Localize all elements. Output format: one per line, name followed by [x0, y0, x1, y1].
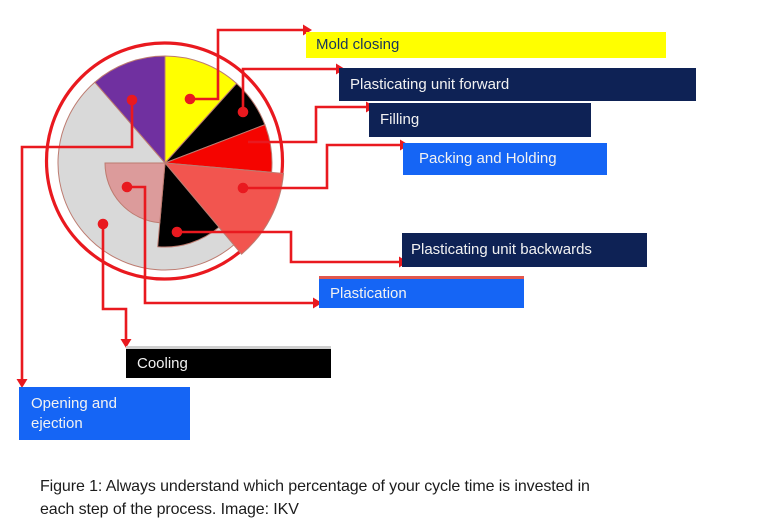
pie-segment-plasticating-unit-backwards	[157, 161, 220, 248]
callout-label-text-cooling: Cooling	[137, 354, 188, 372]
arrowhead-icon-cooling	[120, 339, 132, 348]
callout-label-cooling: Cooling	[126, 346, 331, 378]
callout-label-text-plasticating-unit-backwards: Plasticating unit backwards	[411, 241, 592, 259]
callout-label-filling: Filling	[369, 103, 591, 137]
connector-line-plasticating-unit-backwards	[177, 230, 399, 264]
anchor-dot-icon-plasticating-unit-forward	[237, 106, 249, 118]
callout-label-opening-and-ejection: Opening and ejection	[19, 387, 190, 440]
callout-label-text-opening-and-ejection: Opening and ejection	[31, 394, 117, 432]
connector-line-packing-and-holding	[243, 143, 400, 190]
callout-label-text-mold-closing: Mold closing	[316, 36, 400, 54]
connector-line-filling	[248, 105, 366, 144]
callout-label-packing-and-holding: Packing and Holding	[403, 143, 607, 175]
callout-label-text-packing-and-holding: Packing and Holding	[419, 150, 557, 168]
figure-caption-line-2: each step of the process. Image: IKV	[40, 501, 299, 518]
callout-label-plastication: Plastication	[319, 276, 524, 308]
connector-line-plastication	[127, 185, 313, 305]
connector-line-cooling	[101, 224, 128, 339]
connector-line-opening-and-ejection	[20, 100, 134, 379]
arrowhead-icon-opening-and-ejection	[16, 379, 28, 388]
connector-line-plasticating-unit-forward	[241, 67, 336, 112]
anchor-dot-icon-cooling	[97, 218, 109, 230]
anchor-dot-icon-plasticating-unit-backwards	[171, 226, 183, 238]
figure-caption-line-1: Figure 1: Always understand which percen…	[40, 478, 590, 495]
callout-label-plasticating-unit-backwards: Plasticating unit backwards	[402, 233, 647, 267]
pie-segment-opening-and-ejection	[94, 55, 166, 165]
connector-line-mold-closing	[190, 28, 303, 101]
anchor-dot-icon-plastication	[121, 181, 133, 193]
outer-ring	[44, 41, 285, 281]
arrowhead-icon-mold-closing	[303, 24, 312, 36]
callout-label-text-plastication: Plastication	[330, 284, 407, 302]
anchor-dot-icon-packing-and-holding	[237, 182, 249, 194]
pie-segment-plastication	[104, 162, 166, 224]
anchor-dot-icon-mold-closing	[184, 93, 196, 105]
callout-label-plasticating-unit-forward: Plasticating unit forward	[339, 68, 696, 101]
anchor-dot-icon-opening-and-ejection	[126, 94, 138, 106]
callout-label-mold-closing: Mold closing	[306, 32, 666, 58]
figure-caption: Figure 1: Always understand which percen…	[40, 475, 760, 519]
arrowhead-icon-plastication	[313, 297, 322, 309]
callout-label-text-filling: Filling	[380, 111, 420, 129]
callout-label-text-plasticating-unit-forward: Plasticating unit forward	[350, 75, 510, 93]
